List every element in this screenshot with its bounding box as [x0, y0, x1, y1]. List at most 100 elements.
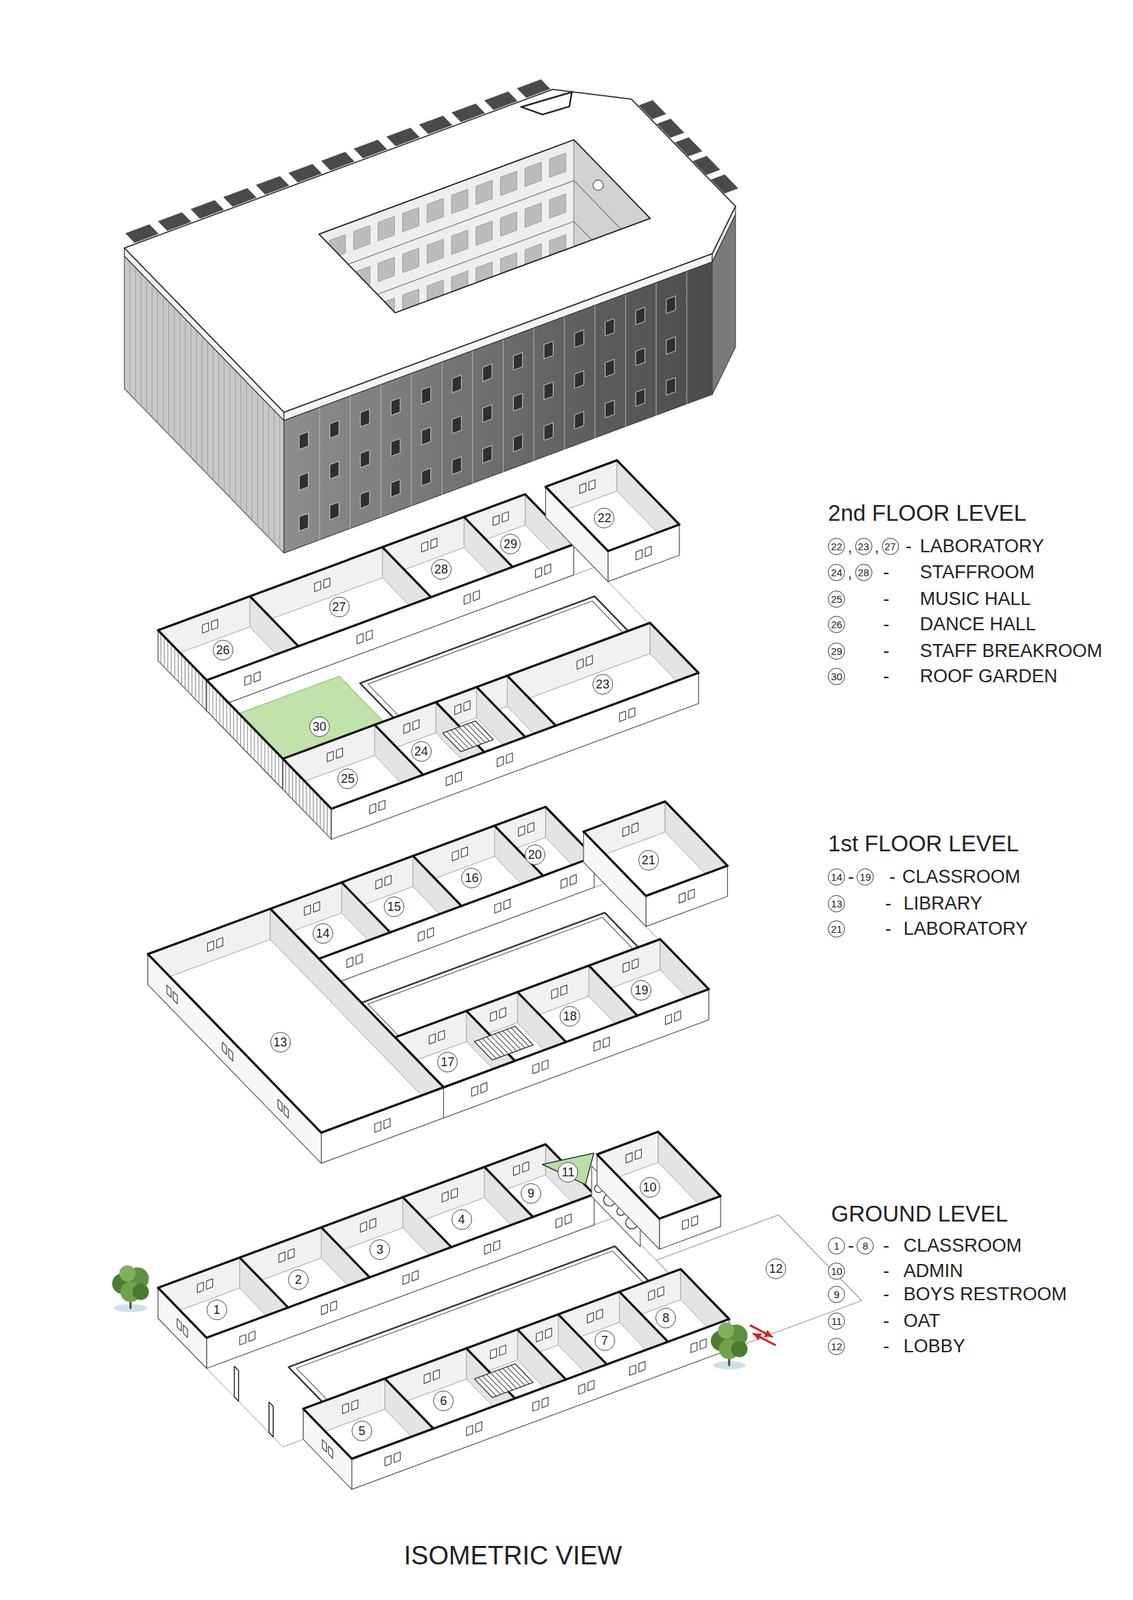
entry-arrow: [763, 1329, 772, 1337]
stair-step: [454, 728, 473, 748]
legend-number: 23: [855, 537, 873, 555]
stair-step: [498, 1369, 517, 1389]
window-symbol: [634, 1148, 642, 1159]
facade-line: [184, 318, 186, 452]
facade-line: [594, 305, 596, 438]
facade-line: [151, 284, 153, 418]
window-symbol: [197, 1282, 204, 1293]
facade-line: [235, 370, 237, 503]
window-symbol: [394, 1451, 401, 1463]
facade-line: [257, 393, 258, 527]
window-symbol: [385, 1455, 392, 1466]
legend-number: 21: [827, 920, 845, 938]
louver-line: [323, 800, 325, 832]
facade-window: [402, 288, 419, 314]
window-symbol: [532, 1063, 540, 1074]
facade-window: [549, 234, 566, 260]
window-symbol: [451, 1187, 458, 1198]
louver-line: [236, 711, 238, 743]
legend-number: 25: [827, 590, 845, 608]
louver-line: [243, 718, 245, 750]
separator: -: [883, 1236, 890, 1255]
window-symbol: [411, 1270, 419, 1281]
stair-step: [490, 1035, 509, 1054]
window-symbol: [561, 877, 568, 889]
window-symbol: [375, 878, 382, 889]
stair-step: [486, 1373, 505, 1393]
callout-number: 28: [431, 558, 452, 580]
facade-window: [524, 162, 542, 187]
window-symbol: [360, 1221, 367, 1232]
exterior-wall: [645, 865, 728, 927]
window-symbol: [342, 1402, 349, 1413]
louver-line: [316, 793, 318, 825]
louver-line: [198, 671, 200, 703]
facade-window: [635, 388, 645, 407]
window-symbol: [475, 1421, 482, 1432]
legend-number: 26: [827, 615, 845, 633]
wall-outline: [282, 622, 699, 809]
separator: ,: [847, 539, 852, 555]
callout-number: 10: [639, 1176, 661, 1198]
window-symbol: [166, 984, 172, 997]
window-symbol: [626, 1152, 633, 1163]
legend-number: 13: [827, 894, 845, 913]
legend-number: 10: [827, 1262, 845, 1280]
callout-number: 13: [270, 1031, 291, 1053]
louver-line: [233, 708, 234, 739]
window-symbol: [536, 1331, 543, 1342]
inner-facade: [318, 139, 575, 367]
exterior-wall: [158, 1287, 207, 1369]
wall-outline: [545, 460, 680, 552]
wall-outline: [517, 992, 566, 1043]
window-symbol: [565, 1213, 572, 1224]
window-symbol: [222, 1042, 227, 1055]
window-symbol: [385, 875, 392, 886]
louver-line: [292, 768, 293, 800]
louver-line: [253, 729, 255, 761]
facade-window: [329, 461, 339, 479]
wall-outline: [321, 1226, 371, 1277]
facade-window: [329, 502, 339, 520]
window-symbol: [454, 704, 462, 715]
legend-text: ROOF GARDEN: [920, 667, 1058, 686]
window-symbol: [577, 658, 584, 670]
facade-window: [483, 363, 492, 382]
facade-line: [196, 330, 198, 464]
facade-window: [329, 275, 346, 300]
facade-window: [451, 189, 468, 215]
window-symbol: [665, 1013, 672, 1025]
facade-window: [500, 171, 518, 196]
floor-band: [318, 221, 575, 317]
facade-window: [524, 202, 542, 228]
louver-line: [330, 808, 332, 839]
pillar: [268, 1401, 273, 1437]
facade-window: [402, 248, 419, 273]
wall-outline: [394, 938, 709, 1088]
louver-line: [313, 790, 315, 822]
window-symbol: [202, 622, 209, 633]
exterior-wall: [303, 1408, 352, 1490]
facade-window: [549, 193, 566, 219]
facade-window: [666, 295, 676, 314]
window-symbol: [471, 1085, 478, 1097]
facade-window: [378, 216, 395, 241]
separator: -: [883, 1261, 890, 1281]
facade-line: [279, 415, 280, 549]
window-symbol: [629, 1364, 636, 1375]
window-symbol: [463, 700, 471, 711]
stair: [474, 1026, 533, 1060]
window-symbol: [632, 958, 639, 969]
stair-step: [511, 1364, 529, 1384]
facade-line: [563, 316, 565, 450]
louver-line: [216, 690, 217, 722]
wall-outline: [270, 806, 594, 959]
window-symbol: [579, 483, 586, 494]
facade-window: [421, 426, 431, 445]
facade-window: [298, 513, 308, 531]
louver-line: [250, 725, 252, 757]
legend-text: LIBRARY: [903, 894, 983, 913]
facade-window: [452, 456, 462, 475]
facade-window: [452, 374, 462, 393]
callout-number: 20: [524, 844, 546, 865]
